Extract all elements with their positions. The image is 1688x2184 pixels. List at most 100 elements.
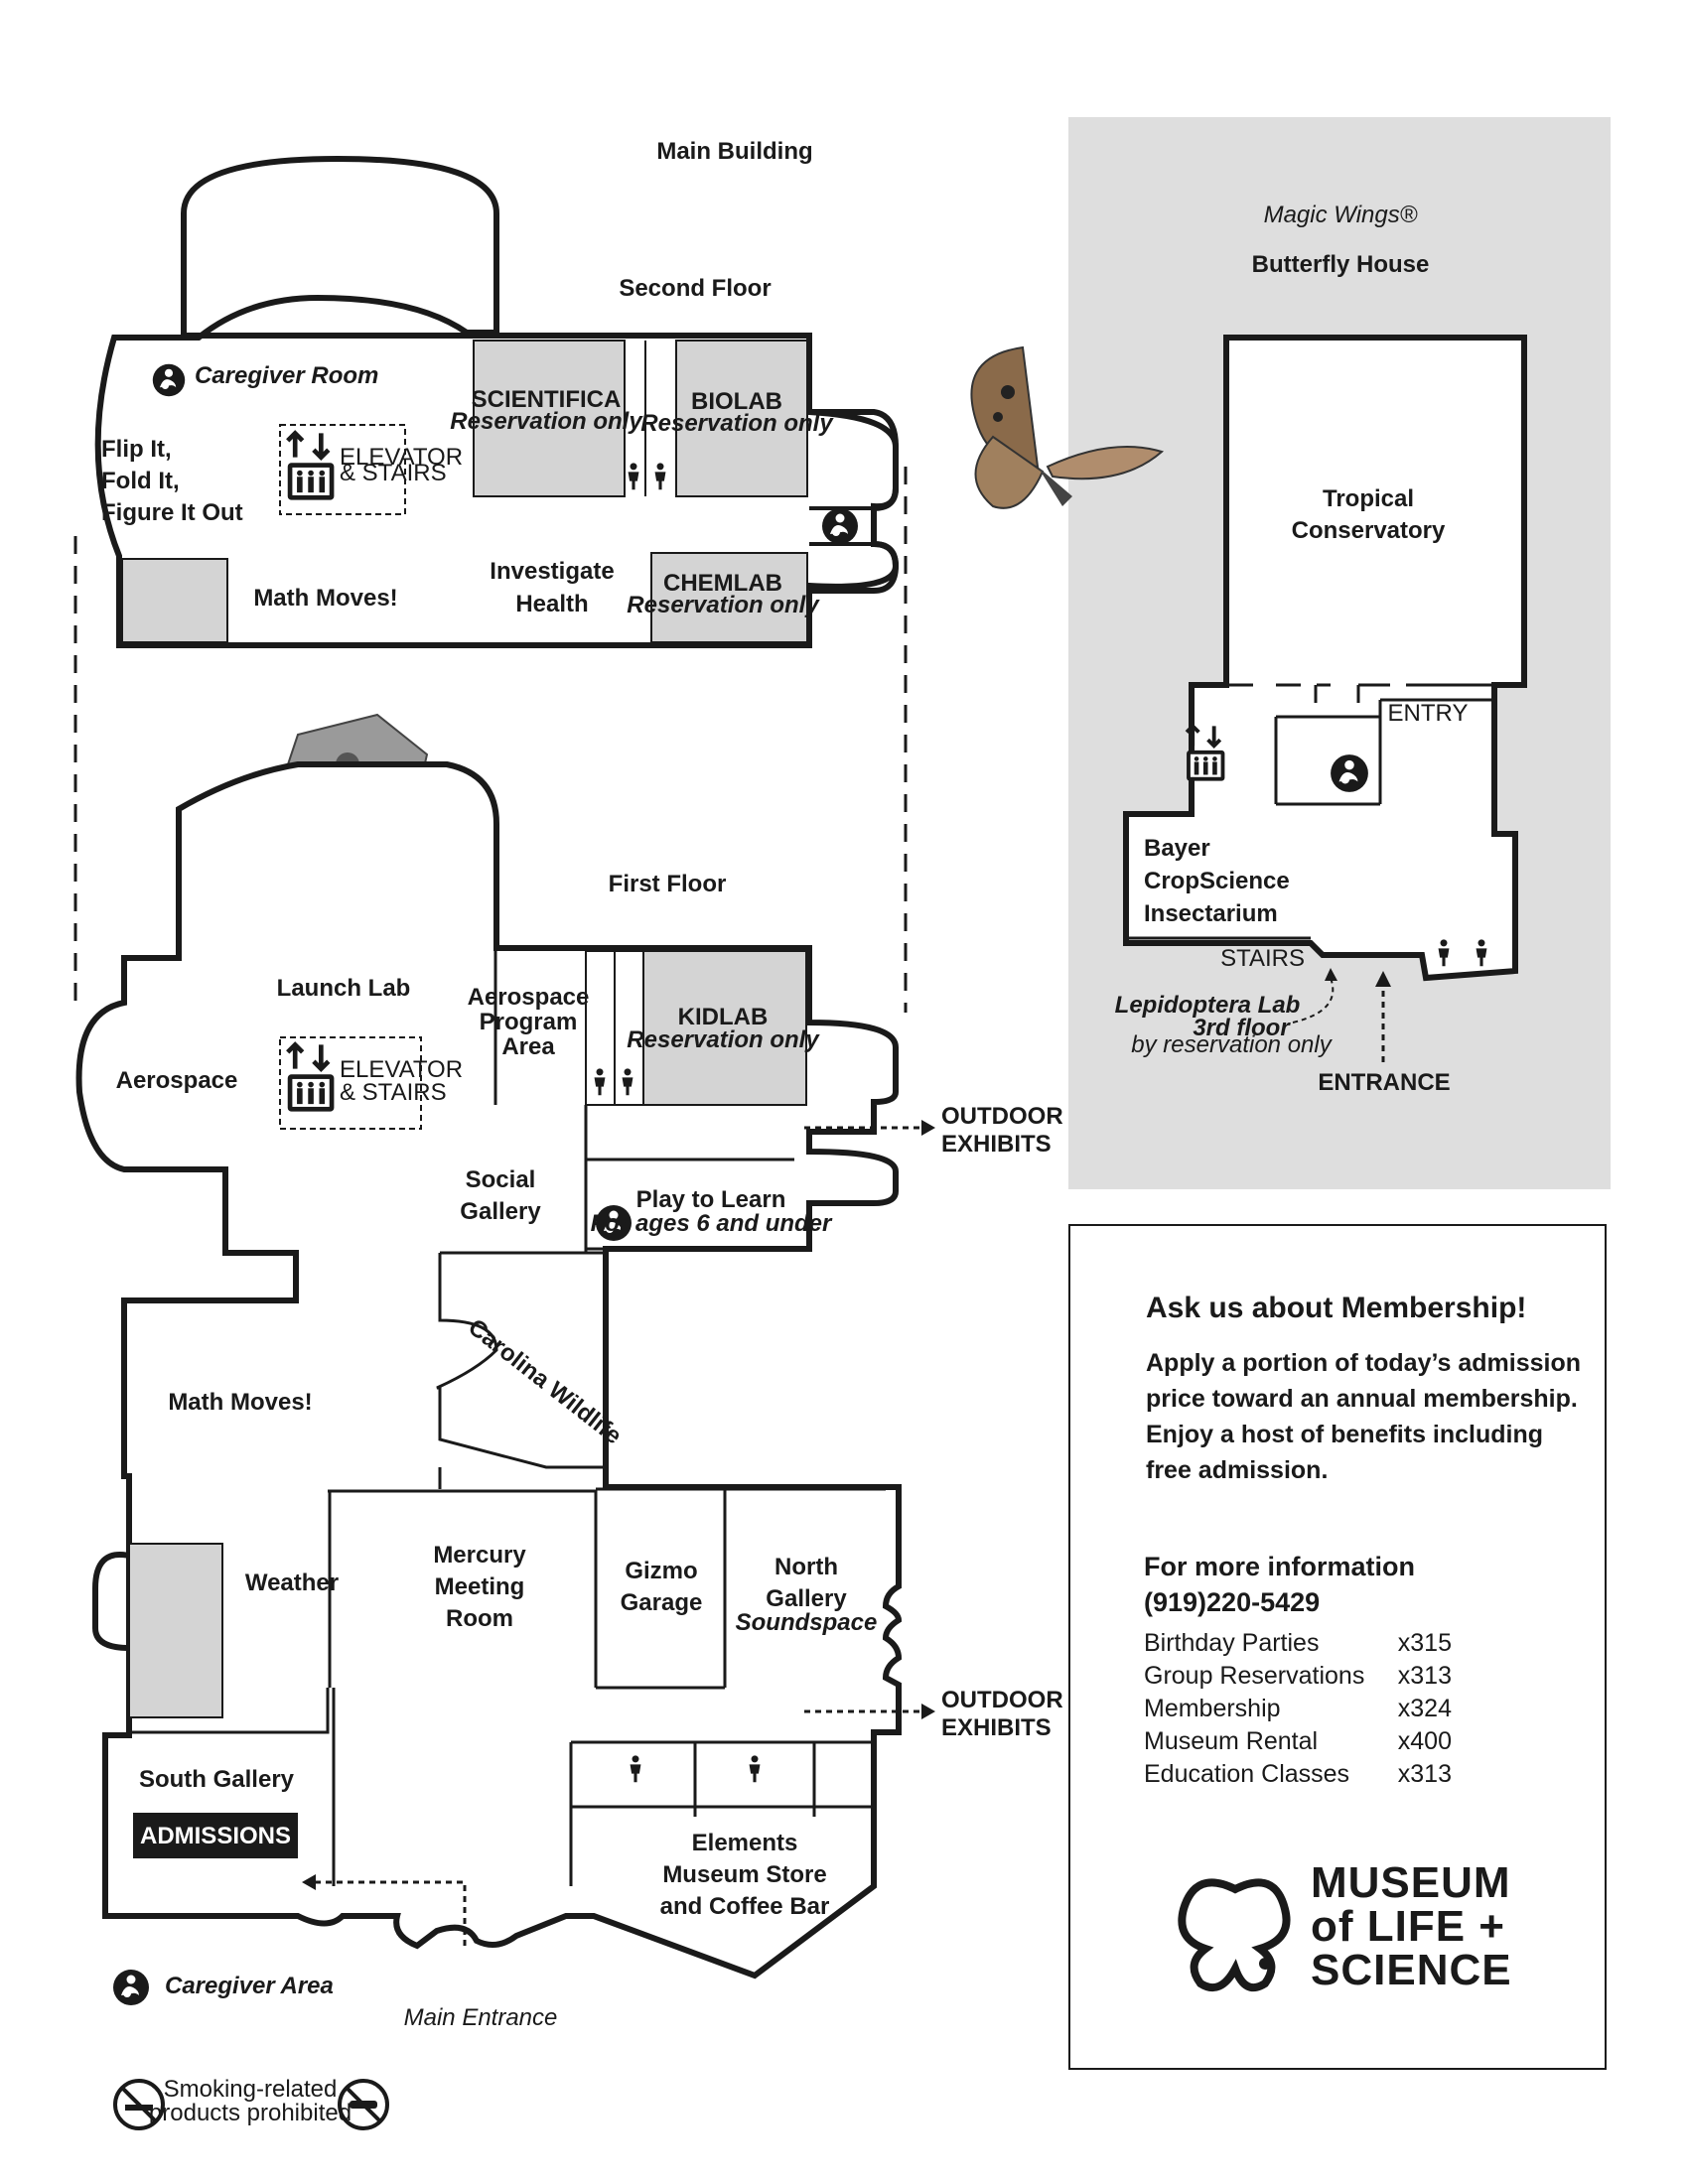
tropical-label-1: Tropical [1323,485,1414,512]
social-gallery-label-1: Social [466,1166,536,1193]
main-entrance-arrowhead [302,1874,316,1890]
main-building-title: Main Building [656,138,812,165]
extension-label: Group Reservations [1144,1662,1365,1690]
extension-label: Birthday Parties [1144,1629,1320,1657]
flip-it-label-1: Flip It, [101,436,172,463]
caregiver-icon [822,508,858,544]
aerospace-program-label-2: Program [480,1009,578,1035]
mercury-label-3: Room [446,1605,513,1632]
extension-number: x315 [1397,1629,1452,1657]
insectarium-label-3: Insectarium [1144,900,1278,927]
scientifica-note: Reservation only [450,408,643,435]
logo-line-3: SCIENCE [1311,1946,1512,1994]
play-to-learn-note: For ages 6 and under [591,1210,833,1237]
elevator-label-1f-1: ELEVATOR [340,1056,463,1083]
lepidoptera-arrowhead [1325,968,1337,981]
investigate-health-label-1: Investigate [490,558,614,585]
chemlab-label: CHEMLAB [663,570,782,597]
admissions-badge [133,1813,298,1858]
aerospace-program-label-1: Aerospace [468,984,590,1011]
butterfly-logo-icon [1178,1878,1291,1991]
aerospace-program-label-3: Area [501,1033,555,1060]
scientifica-room [473,340,626,497]
investigate-health-label-2: Health [515,591,588,617]
stairs-label: STAIRS [1220,945,1305,972]
extension-row: Membership x324 [1144,1693,1452,1725]
outdoor-exhibits-lower-1: OUTDOOR [941,1687,1063,1713]
membership-text: Apply a portion of today’s admission pri… [1146,1349,1582,1484]
chemlab-room [650,552,808,643]
gizmo-garage-label-2: Garage [621,1589,703,1616]
extension-number: x400 [1397,1727,1452,1755]
butterfly-house-interior [1126,683,1494,940]
caregiver-room-label: Caregiver Room [195,362,378,389]
aerospace-gray-room [128,1543,223,1718]
main-entrance-label: Main Entrance [404,2004,558,2031]
butterfly-title-1: Magic Wings® [1264,202,1418,228]
elevator-label-1f-2: & STAIRS [340,1079,447,1106]
outdoor-exhibits-arrowhead-lower [921,1704,935,1719]
mercury-label-1: Mercury [433,1542,526,1569]
scientifica-label: SCIENTIFICA [472,386,622,413]
social-gallery-label-2: Gallery [460,1198,541,1225]
logo-text: MUSEUM of LIFE + SCIENCE [1311,1861,1512,1992]
weather-label: Weather [245,1570,339,1596]
mercury-label-2: Meeting [435,1573,525,1600]
phone-number[interactable]: (919)220-5429 [1144,1587,1321,1617]
second-floor-title: Second Floor [619,275,771,302]
membership-panel: Ask us about Membership! Apply a portion… [1068,1224,1607,2070]
north-gallery-label-2: Gallery [766,1585,847,1612]
caregiver-icon [1331,754,1368,792]
extension-row: Birthday Parties x315 [1144,1627,1452,1660]
caregiver-icon [152,363,186,397]
info-title: For more information [1144,1552,1416,1581]
museum-logo: MUSEUM of LIFE + SCIENCE [1166,1861,1523,2010]
first-floor-title: First Floor [609,871,727,897]
butterfly-title-2: Butterfly House [1252,251,1430,278]
outdoor-exhibits-upper-2: EXHIBITS [941,1131,1052,1158]
extension-number: x313 [1397,1662,1452,1690]
north-gallery-label-1: North [774,1554,838,1580]
elevator-label-2f-1: ELEVATOR [340,444,463,471]
elements-label-3: and Coffee Bar [660,1893,830,1920]
caregiver-legend-icon [113,1970,149,2005]
outdoor-exhibits-upper-1: OUTDOOR [941,1103,1063,1130]
membership-title: Ask us about Membership! [1146,1292,1527,1324]
extension-number: x313 [1397,1760,1452,1788]
logo-line-2: of LIFE + [1311,1902,1505,1951]
extension-number: x324 [1397,1695,1452,1722]
butterfly-illustration [970,345,1165,509]
extension-list: Birthday Parties x315 Group Reservations x… [1144,1627,1452,1791]
north-gallery-note: Soundspace [736,1609,878,1636]
second-floor: ELEVATOR & STAIRS Second Floor Caregiver… [94,155,900,648]
elements-label-2: Museum Store [662,1861,826,1888]
no-smoking-icon [113,2079,165,2130]
interior-walls-1f [124,951,886,1886]
no-vaping-icon [338,2079,389,2130]
lepidoptera-label-1: Lepidoptera Lab [1115,992,1301,1019]
admissions-label: ADMISSIONS [140,1823,291,1849]
play-to-learn-label: Play to Learn [636,1186,786,1213]
extension-label: Membership [1144,1695,1281,1722]
insectarium-label-1: Bayer [1144,835,1210,862]
extension-label: Education Classes [1144,1760,1350,1788]
first-floor: ELEVATOR & STAIRS First Floor Launch Lab… [75,761,1063,2031]
entrance-arrowhead [1375,971,1391,987]
chemlab-note: Reservation only [627,592,820,618]
south-gallery-label: South Gallery [139,1766,295,1793]
biolab-note: Reservation only [640,410,834,437]
outdoor-exhibits-lower-2: EXHIBITS [941,1714,1052,1741]
math-moves-2f-label: Math Moves! [253,585,397,612]
flip-it-label-3: Figure It Out [101,499,243,526]
aerospace-label: Aerospace [116,1067,238,1094]
first-floor-outline [75,761,903,1979]
kidlab-label: KIDLAB [678,1004,769,1030]
math-moves-1f-label: Math Moves! [168,1389,312,1416]
entrance-label: ENTRANCE [1318,1069,1450,1096]
biolab-label: BIOLAB [691,388,782,415]
elements-label-1: Elements [692,1830,798,1856]
entry-label: ENTRY [1388,700,1469,727]
elevator-box-2f [279,424,406,515]
lepidoptera-arrow [1292,977,1335,1024]
